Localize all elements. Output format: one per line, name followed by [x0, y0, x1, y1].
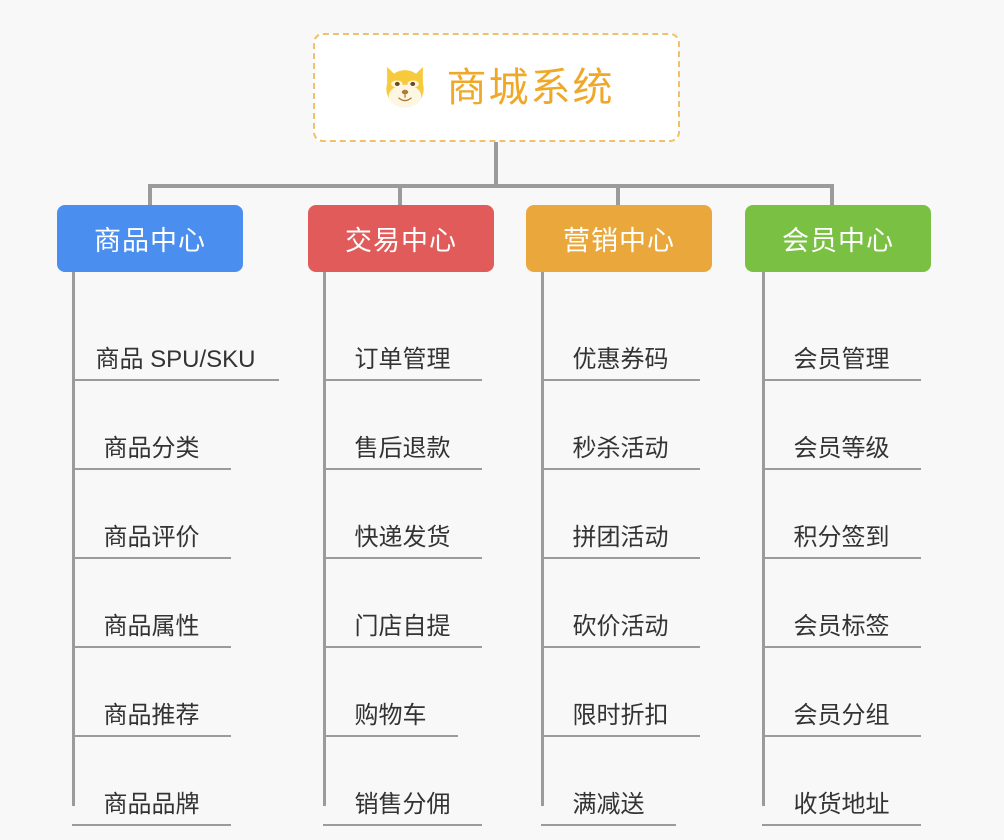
leaf-item-label: 门店自提 [354, 612, 451, 640]
leaf-item-label: 满减送 [572, 790, 645, 818]
leaf-item[interactable]: 订单管理 [323, 292, 482, 381]
category-header-label: 会员中心 [782, 226, 894, 256]
leaf-item-label: 商品品牌 [103, 790, 200, 818]
leaf-item[interactable]: 商品品牌 [72, 737, 231, 826]
leaf-item-label: 销售分佣 [354, 790, 451, 818]
connector-drop-4 [830, 184, 834, 208]
leaf-item-label: 秒杀活动 [572, 434, 669, 462]
leaf-item[interactable]: 快递发货 [323, 470, 482, 559]
connector-drop-1 [148, 184, 152, 208]
leaf-item[interactable]: 商品 SPU/SKU [72, 292, 279, 381]
leaf-item[interactable]: 积分签到 [762, 470, 921, 559]
connector-drop-3 [616, 184, 620, 208]
leaf-item-label: 会员等级 [793, 434, 890, 462]
leaf-item[interactable]: 销售分佣 [323, 737, 482, 826]
leaf-item[interactable]: 商品分类 [72, 381, 231, 470]
leaf-item-label: 订单管理 [354, 345, 451, 373]
leaf-item[interactable]: 会员管理 [762, 292, 921, 381]
leaf-item[interactable]: 限时折扣 [541, 648, 700, 737]
category-header-label: 商品中心 [94, 226, 206, 256]
leaf-item-label: 收货地址 [793, 790, 890, 818]
category-header-label: 交易中心 [345, 226, 457, 256]
leaf-item-label: 限时折扣 [572, 701, 669, 729]
leaf-item[interactable]: 砍价活动 [541, 559, 700, 648]
leaf-item[interactable]: 收货地址 [762, 737, 921, 826]
leaf-item[interactable]: 商品评价 [72, 470, 231, 559]
connector-root-stem [494, 142, 498, 186]
leaf-item[interactable]: 商品推荐 [72, 648, 231, 737]
leaf-item-label: 拼团活动 [572, 523, 669, 551]
leaf-item[interactable]: 会员标签 [762, 559, 921, 648]
leaf-item[interactable]: 会员分组 [762, 648, 921, 737]
leaf-item-label: 购物车 [354, 701, 427, 729]
leaf-item-label: 商品属性 [103, 612, 200, 640]
leaf-spine-0 [72, 272, 75, 806]
connector-drop-2 [398, 184, 402, 208]
leaf-spine-2 [541, 272, 544, 806]
leaf-item-label: 快递发货 [354, 523, 451, 551]
leaf-item[interactable]: 售后退款 [323, 381, 482, 470]
leaf-item-label: 砍价活动 [572, 612, 669, 640]
leaf-item[interactable]: 满减送 [541, 737, 676, 826]
shiba-dog-face-icon [385, 66, 424, 110]
leaf-item-label: 商品评价 [103, 523, 200, 551]
leaf-item[interactable]: 购物车 [323, 648, 458, 737]
leaf-item-label: 商品 SPU/SKU [95, 345, 256, 373]
root-title: 商城系统 [446, 65, 615, 110]
category-header-3[interactable]: 会员中心 [745, 205, 931, 272]
leaf-item[interactable]: 商品属性 [72, 559, 231, 648]
leaf-spine-3 [762, 272, 765, 806]
category-header-label: 营销中心 [563, 226, 675, 256]
category-header-1[interactable]: 交易中心 [308, 205, 494, 272]
leaf-item-label: 优惠券码 [572, 345, 669, 373]
leaf-item[interactable]: 会员等级 [762, 381, 921, 470]
leaf-item-label: 会员分组 [793, 701, 890, 729]
leaf-item[interactable]: 拼团活动 [541, 470, 700, 559]
leaf-item-label: 会员管理 [793, 345, 890, 373]
leaf-item-label: 商品推荐 [103, 701, 200, 729]
leaf-item[interactable]: 优惠券码 [541, 292, 700, 381]
leaf-spine-1 [323, 272, 326, 806]
leaf-item[interactable]: 门店自提 [323, 559, 482, 648]
leaf-item-label: 积分签到 [793, 523, 890, 551]
leaf-item-label: 商品分类 [103, 434, 200, 462]
leaf-item-label: 会员标签 [793, 612, 890, 640]
leaf-item[interactable]: 秒杀活动 [541, 381, 700, 470]
category-header-2[interactable]: 营销中心 [526, 205, 712, 272]
connector-horizontal-bus [148, 184, 834, 188]
leaf-item-label: 售后退款 [354, 434, 451, 462]
root-node[interactable]: 商城系统 [313, 33, 680, 142]
category-header-0[interactable]: 商品中心 [57, 205, 243, 272]
